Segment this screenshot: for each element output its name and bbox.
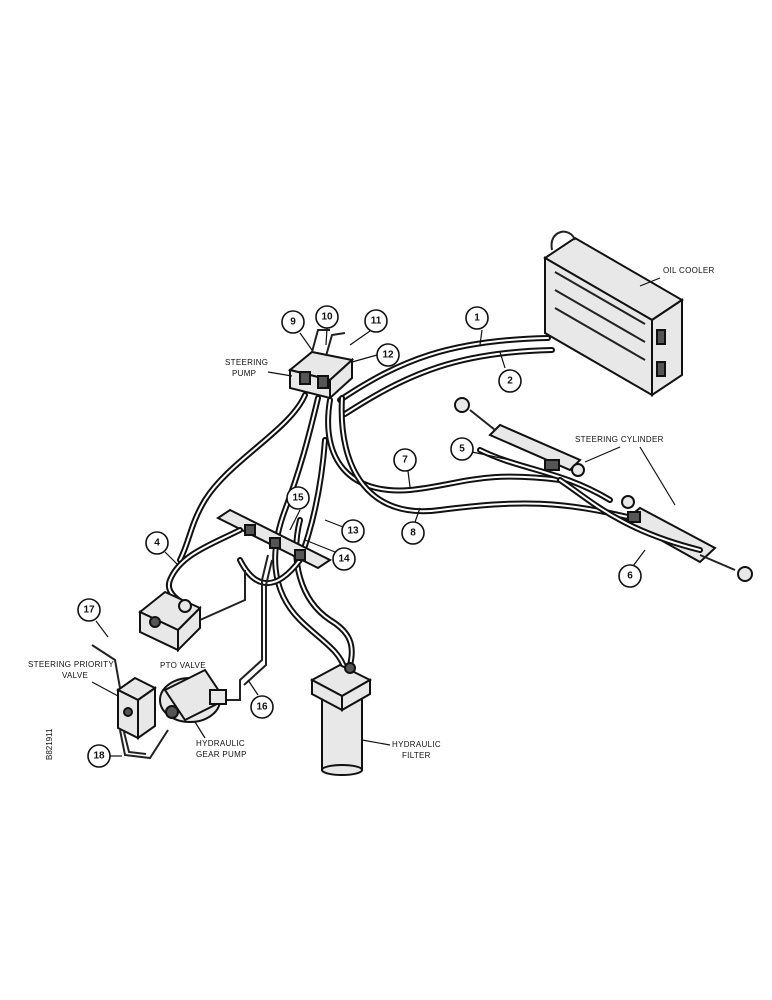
pto-valve (138, 590, 202, 653)
callout-13: 13 (324, 519, 365, 543)
svg-text:17: 17 (83, 605, 95, 616)
steering-priority-label: STEERING PRIORITY VALVE (28, 660, 119, 697)
callout-7: 7 (393, 448, 417, 488)
hose-2 (342, 347, 555, 417)
svg-text:11: 11 (371, 316, 382, 327)
svg-text:STEERING: STEERING (225, 358, 268, 367)
svg-text:5: 5 (459, 444, 465, 455)
svg-text:GEAR PUMP: GEAR PUMP (196, 750, 247, 759)
callout-12: 12 (351, 343, 400, 367)
hydraulic-gear-pump (159, 668, 227, 723)
svg-text:VALVE: VALVE (62, 671, 88, 680)
oil-cooler-label: OIL COOLER (639, 266, 715, 287)
hose-1 (337, 335, 551, 403)
valve-manifold (216, 508, 332, 570)
hydraulic-filter (309, 662, 373, 776)
svg-text:18: 18 (93, 751, 105, 762)
hose-4 (165, 527, 243, 608)
callout-11: 11 (349, 309, 388, 346)
oil-cooler (543, 230, 684, 397)
callout-17: 17 (77, 598, 109, 638)
svg-text:7: 7 (402, 455, 408, 466)
callout-8: 8 (401, 507, 425, 545)
tube-18 (119, 729, 169, 760)
svg-text:STEERING PRIORITY: STEERING PRIORITY (28, 660, 114, 669)
svg-text:14: 14 (338, 554, 350, 565)
callout-18: 18 (87, 744, 122, 768)
callout-15: 15 (286, 486, 310, 531)
svg-text:13: 13 (347, 526, 359, 537)
svg-text:HYDRAULIC: HYDRAULIC (392, 740, 441, 749)
svg-text:OIL COOLER: OIL COOLER (663, 266, 715, 275)
hose-6 (557, 477, 703, 553)
steering-cylinder-label: STEERING CYLINDER (575, 435, 676, 506)
steering-cylinder-upper (454, 397, 585, 477)
svg-text:2: 2 (507, 376, 513, 387)
svg-text:1: 1 (474, 313, 480, 324)
svg-text:B821911: B821911 (45, 728, 54, 760)
svg-text:9: 9 (290, 317, 296, 328)
steering-priority-valve (91, 644, 157, 740)
callout-14: 14 (304, 539, 356, 571)
callout-10: 10 (315, 305, 339, 346)
svg-text:STEERING CYLINDER: STEERING CYLINDER (575, 435, 664, 444)
callout-1: 1 (465, 306, 489, 346)
steering-pump (287, 329, 355, 401)
svg-text:12: 12 (382, 350, 394, 361)
callout-6: 6 (618, 549, 646, 588)
svg-text:PTO VALVE: PTO VALVE (160, 661, 206, 670)
svg-text:15: 15 (292, 493, 304, 504)
svg-text:16: 16 (256, 702, 268, 713)
svg-text:HYDRAULIC: HYDRAULIC (196, 739, 245, 748)
svg-text:4: 4 (154, 538, 160, 549)
hose-7 (325, 397, 563, 494)
hose-pump-mid (272, 395, 348, 673)
svg-text:8: 8 (410, 528, 416, 539)
svg-text:6: 6 (627, 571, 633, 582)
callout-2: 2 (498, 351, 522, 393)
callout-5: 5 (450, 437, 511, 461)
steering-pump-label: STEERING PUMP (225, 358, 293, 378)
hose-8 (338, 395, 643, 523)
filter-label: HYDRAULIC FILTER (361, 739, 441, 760)
figure-id: B821911 (45, 728, 54, 760)
hose-pump-left (177, 392, 308, 563)
tube-16 (225, 554, 273, 701)
gear-pump-label: HYDRAULIC GEAR PUMP (194, 721, 247, 759)
pto-valve-label: PTO VALVE (160, 661, 206, 670)
tube-pto-to-priority (199, 570, 246, 621)
callout-16: 16 (247, 679, 274, 719)
svg-text:PUMP: PUMP (232, 369, 256, 378)
steering-cylinder-lower (621, 495, 753, 582)
callout-4: 4 (145, 531, 179, 566)
svg-text:10: 10 (321, 312, 333, 323)
svg-text:FILTER: FILTER (402, 751, 431, 760)
callout-9: 9 (281, 310, 313, 351)
